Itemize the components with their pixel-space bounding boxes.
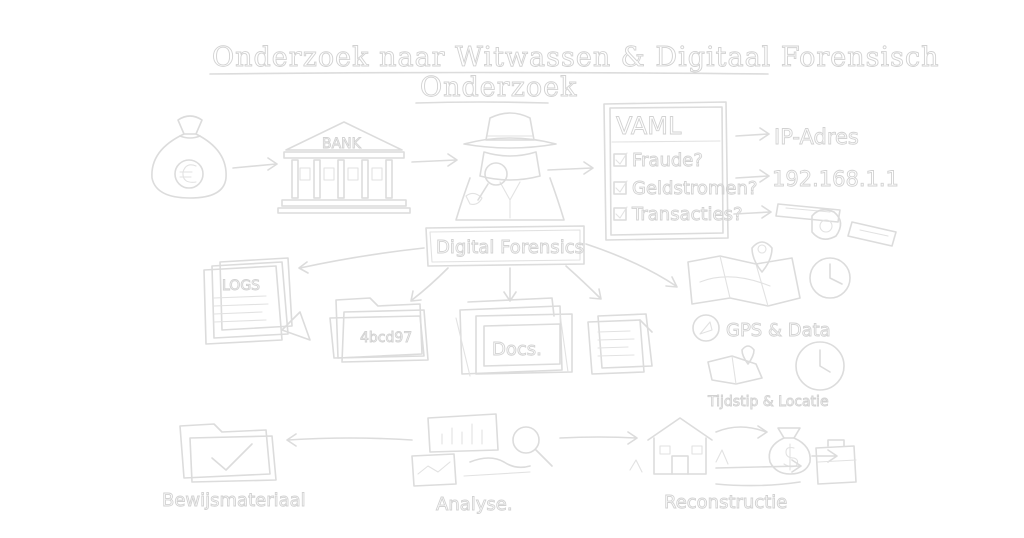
title-underline-1 [209,71,769,75]
analyse-label: Analyse. [436,494,513,515]
folder-icon: 4bcd97 [329,297,429,363]
arrow-icon [735,169,770,183]
money-bag-icon [151,115,227,199]
logs-document-icon: LOGS [203,257,311,345]
small-map-icon [707,345,763,385]
ip-value: 192.168.1.1 [772,167,899,191]
detective-icon [455,112,565,221]
checklist-item-geldstromen: Geldstromen? [632,178,757,199]
arrow-icon [565,265,602,300]
compass-icon [692,314,720,342]
hub-banner: Digital Forensics [425,225,585,267]
time-location-label: Tijdstip & Locatie [707,394,829,410]
arrow-icon [411,153,458,167]
arrow-icon [559,431,638,445]
arrow-icon [733,205,772,219]
clock-icon [795,341,845,391]
magnifier-icon [512,426,553,467]
arrow-icon [286,433,413,447]
docs-folder-icon: Docs. [455,297,573,377]
checklist-header: VAML [616,112,682,140]
checklist-item-fraude: Fraude? [632,150,703,171]
ip-label: IP-Adres [774,125,859,149]
arrow-icon [503,267,517,302]
arrow-icon [715,459,802,473]
arrow-icon [298,247,425,274]
briefcase-icon [815,439,857,485]
arrow-icon [735,127,770,141]
cash-icon [775,203,897,247]
bank-label: BANK [322,136,362,152]
arrow-icon [232,157,278,171]
reconstructie-label: Reconstructie [664,492,787,513]
magnifier-icon [477,162,508,201]
folder-check-icon [179,423,277,483]
document-icon [587,313,653,375]
arrow-icon [715,425,768,439]
house-icon [629,417,729,475]
logs-label: LOGS [222,278,260,294]
arrow-icon [410,267,449,302]
gps-label: GPS & Data [726,320,831,341]
arrow-icon [547,161,594,175]
bewijsmateriaal-label: Bewijsmateriaal [162,490,306,511]
title-line-2: Onderzoek [420,72,578,103]
checklist-item-transacties: Transacties? [631,204,743,225]
clock-icon [809,257,851,299]
folder-label: 4bcd97 [360,330,412,346]
title-line-1: Onderzoek naar Witwassen & Digitaal Fore… [212,42,940,73]
hub-label: Digital Forensics [436,237,584,258]
docs-label: Docs. [492,339,542,360]
map-icon [687,255,801,307]
connector-line [715,481,801,487]
map-pin-icon [751,241,773,273]
arrow-icon [585,243,678,288]
title-underline-2 [415,101,549,104]
bank-icon: BANK [277,121,411,214]
dashboard-icon [411,413,531,487]
checklist-icon: VAML Fraude? Geldstromen? Transacties? [603,101,758,241]
